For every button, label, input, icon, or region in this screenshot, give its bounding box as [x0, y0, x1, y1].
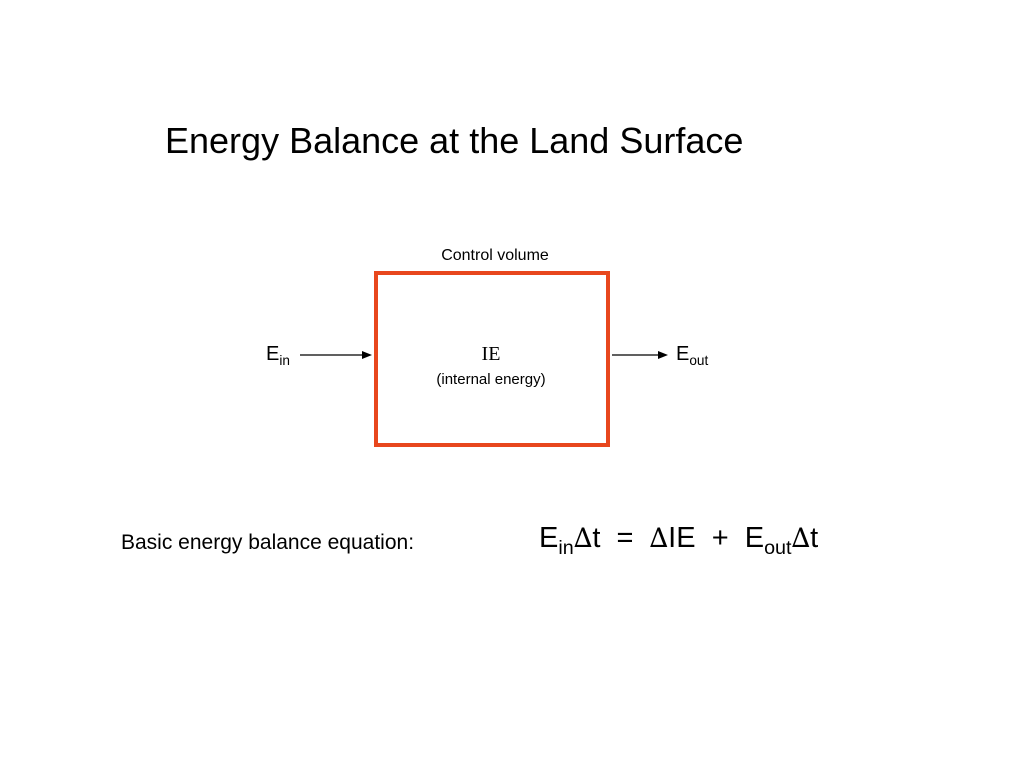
eq-rhs-term: IE	[668, 522, 696, 554]
eq-plus: +	[695, 522, 745, 554]
eq-rhs2-subscript: out	[764, 536, 792, 559]
energy-in-arrow-head	[362, 351, 372, 359]
eq-rhs2-base: E	[744, 522, 765, 554]
energy-out-label: Eout	[676, 342, 709, 368]
energy-in-subscript: in	[279, 352, 290, 368]
energy-out-arrow-head	[658, 351, 668, 359]
eq-equals: =	[600, 522, 650, 554]
eq-lhs-base: E	[539, 522, 559, 554]
energy-in-label: Ein	[266, 342, 290, 368]
control-volume-box	[374, 271, 610, 447]
eq-rhs2-var: t	[810, 522, 819, 554]
eq-rhs2-delta: ∆	[791, 523, 811, 554]
energy-balance-equation: Ein∆t = ∆IE + Eout∆t	[539, 520, 819, 559]
internal-energy-caption: (internal energy)	[436, 371, 546, 388]
energy-out-arrow	[612, 351, 668, 359]
energy-in-base: E	[266, 343, 280, 365]
slide-title: Energy Balance at the Land Surface	[165, 120, 744, 161]
energy-out-base: E	[676, 343, 690, 365]
internal-energy-symbol: IE	[481, 343, 501, 365]
eq-lhs-var: t	[592, 522, 601, 554]
equation-caption: Basic energy balance equation:	[121, 531, 415, 554]
eq-lhs-subscript: in	[558, 536, 574, 559]
energy-in-arrow	[300, 351, 372, 359]
energy-out-subscript: out	[689, 352, 709, 368]
eq-lhs-delta: ∆	[573, 523, 593, 554]
eq-rhs-delta: ∆	[649, 523, 669, 554]
control-volume-label: Control volume	[441, 247, 549, 264]
